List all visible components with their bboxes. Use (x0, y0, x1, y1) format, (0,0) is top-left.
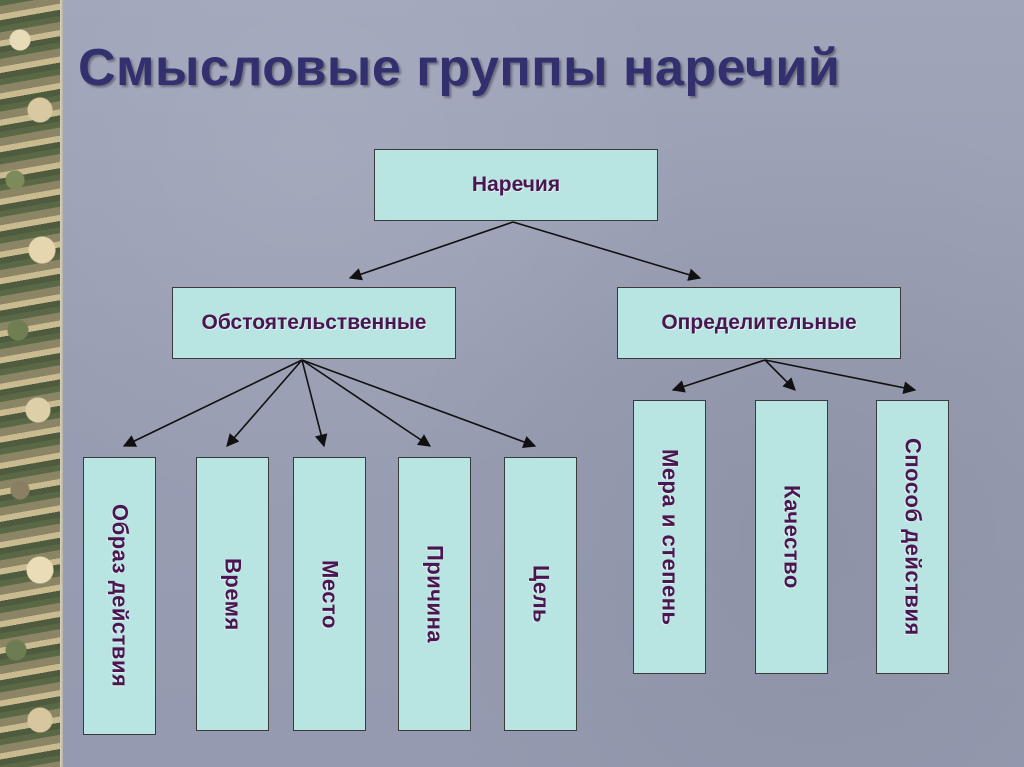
arrow-left-to-child-4 (301, 359, 432, 447)
leaf-node-right-3: Способ действия (876, 400, 949, 674)
leaf-right-2-label: Качество (779, 485, 805, 589)
leaf-left-4-label: Причина (422, 544, 448, 644)
arrow-right-to-child-1 (671, 359, 766, 393)
arrow-right-to-child-2 (764, 359, 796, 391)
arrow-root-to-right (512, 221, 702, 281)
branch-left-label: Обстоятельственные (201, 311, 427, 334)
arrow-left-to-child-3 (301, 359, 328, 448)
leaf-node-left-4: Причина (398, 457, 471, 731)
leaf-left-1-label: Образ действия (107, 504, 133, 688)
leaf-right-1-label: Мера и степень (657, 448, 683, 626)
branch-right-label: Определительные (661, 311, 857, 334)
leaf-node-left-5: Цель (504, 457, 577, 731)
branch-node-left: Обстоятельственные (172, 287, 456, 359)
root-node: Наречия (374, 149, 658, 221)
floral-border-decoration (0, 0, 62, 767)
leaf-node-left-1: Образ действия (83, 457, 156, 735)
slide-title: Смысловые группы наречий (78, 39, 841, 97)
leaf-left-2-label: Время (220, 557, 246, 631)
leaf-node-right-1: Мера и степень (633, 400, 706, 674)
arrow-left-to-child-1 (122, 359, 303, 447)
leaf-node-right-2: Качество (755, 400, 828, 674)
leaf-left-3-label: Место (317, 559, 343, 629)
branch-node-right: Определительные (617, 287, 901, 359)
leaf-right-3-label: Способ действия (900, 438, 926, 636)
arrow-right-to-child-3 (764, 359, 917, 395)
border-edge-line (60, 0, 63, 767)
root-node-label: Наречия (471, 173, 561, 196)
leaf-node-left-2: Время (196, 457, 269, 731)
arrow-left-to-child-5 (301, 359, 537, 449)
arrow-left-to-child-2 (226, 359, 303, 447)
leaf-left-5-label: Цель (528, 564, 554, 624)
arrow-root-to-left (348, 221, 514, 281)
leaf-node-left-3: Место (293, 457, 366, 731)
